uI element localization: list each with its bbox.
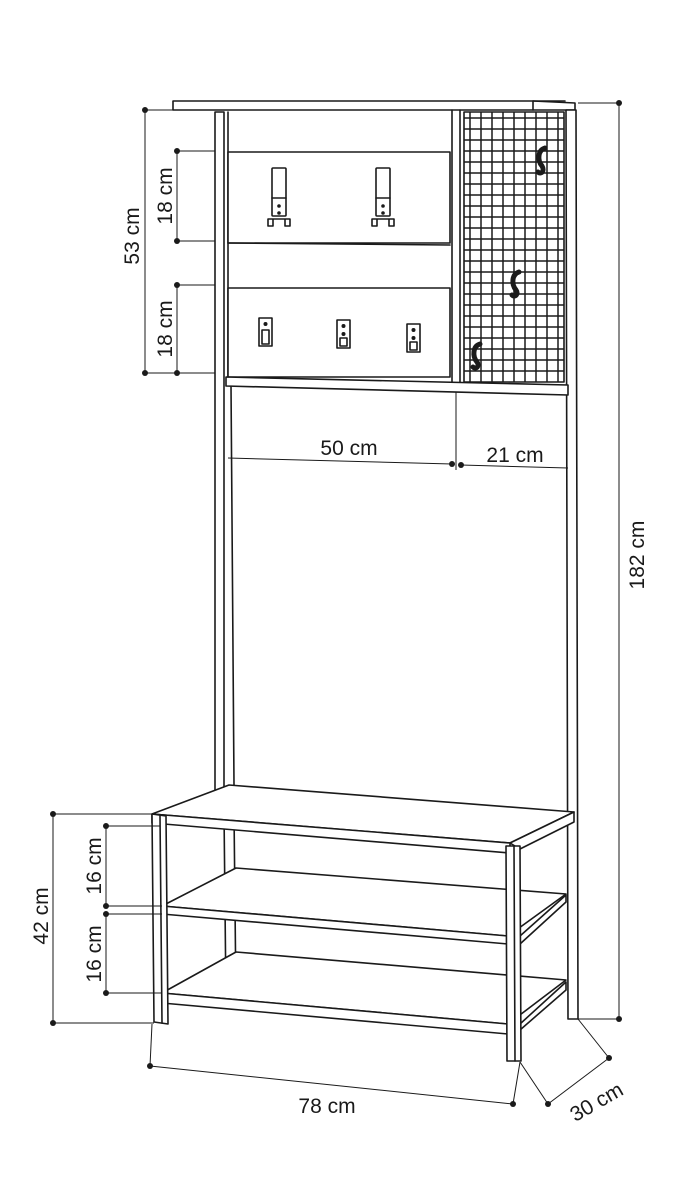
top-shelf	[172, 100, 576, 111]
label-upper-hook-panel-height: 18 cm	[154, 167, 177, 224]
upper-hook-panel	[227, 151, 451, 244]
front-left-leg	[151, 813, 169, 1025]
front-right-leg	[505, 845, 522, 1062]
grid-hook-top	[535, 145, 548, 176]
lower-hook-2	[336, 319, 351, 349]
label-bench-height: 42 cm	[30, 887, 53, 944]
label-top-section-height: 53 cm	[121, 207, 144, 264]
label-total-height: 182 cm	[626, 521, 649, 590]
mesh-grid-lines	[464, 112, 564, 382]
grid-hook-bottom	[470, 341, 483, 371]
middle-rail	[225, 376, 569, 396]
lower-hook-3	[406, 323, 421, 353]
upper-hook-right	[371, 167, 395, 227]
label-left-width: 50 cm	[320, 437, 377, 460]
right-back-post	[565, 109, 579, 1020]
label-right-width: 21 cm	[486, 444, 543, 467]
dimension-lines	[50, 100, 622, 1107]
upper-hook-left	[267, 167, 291, 227]
label-shelf-gap-lower: 16 cm	[83, 925, 106, 982]
label-lower-hook-panel-height: 18 cm	[154, 300, 177, 357]
grid-hook-middle	[509, 269, 522, 299]
left-back-post	[214, 111, 225, 813]
label-depth: 30 cm	[566, 1078, 627, 1127]
label-total-width: 78 cm	[298, 1095, 355, 1118]
label-shelf-gap-upper: 16 cm	[83, 837, 106, 894]
coat-rack-illustration	[151, 100, 579, 1062]
lower-hook-1	[258, 317, 273, 347]
